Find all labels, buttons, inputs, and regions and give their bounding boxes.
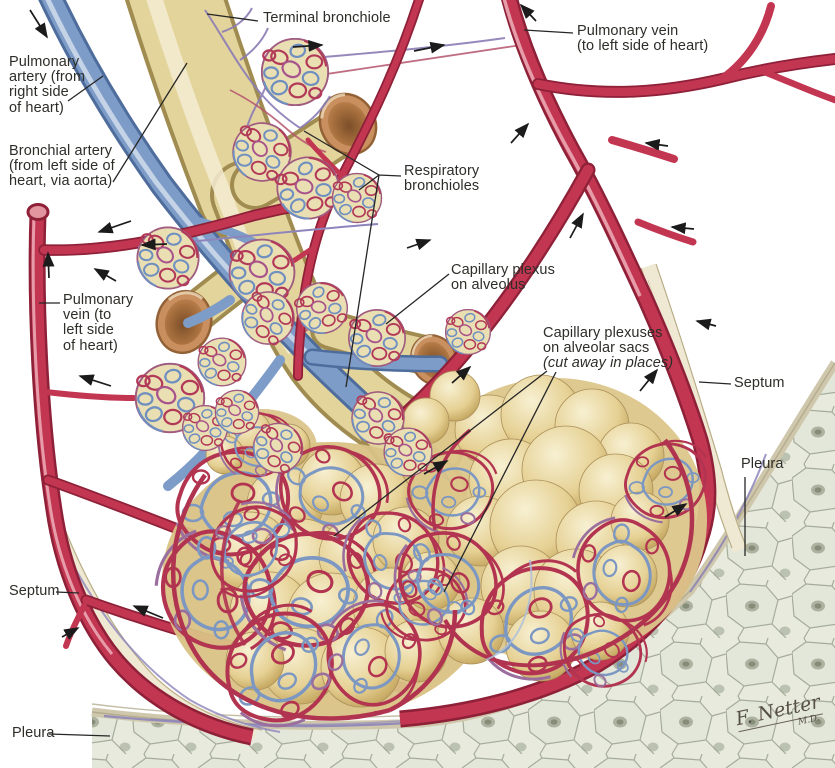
label-pleura-right: Pleura xyxy=(741,456,784,472)
label-septum-right: Septum xyxy=(734,375,785,391)
blue-dendrite-highlights xyxy=(485,559,533,661)
label-pleura-left: Pleura xyxy=(12,725,55,741)
label-capillary-plexus-alveolus: Capillary plexus on alveolus xyxy=(451,262,555,294)
label-leader-lines xyxy=(39,13,746,737)
label-capillary-plexuses-note: (cut away in places) xyxy=(543,355,674,372)
flow-direction-arrows xyxy=(29,3,717,640)
label-septum-left: Septum xyxy=(9,583,60,599)
label-bronchial-artery: Bronchial artery (from left side of hear… xyxy=(9,143,115,190)
label-pulmonary-vein-top: Pulmonary vein (to left side of heart) xyxy=(577,23,709,55)
label-capillary-plexuses-main: Capillary plexuses on alveolar sacs xyxy=(543,325,663,357)
label-pulmonary-artery: Pulmonary artery (from right side of hea… xyxy=(9,54,86,116)
label-terminal-bronchiole: Terminal bronchiole xyxy=(263,10,391,26)
label-capillary-plexuses-sacs: Capillary plexuses on alveolar sacs (cut… xyxy=(543,325,674,372)
label-respiratory-bronchioles: Respiratory bronchioles xyxy=(404,163,480,195)
label-pulmonary-vein-left: Pulmonary vein (to left side of heart) xyxy=(63,292,134,354)
